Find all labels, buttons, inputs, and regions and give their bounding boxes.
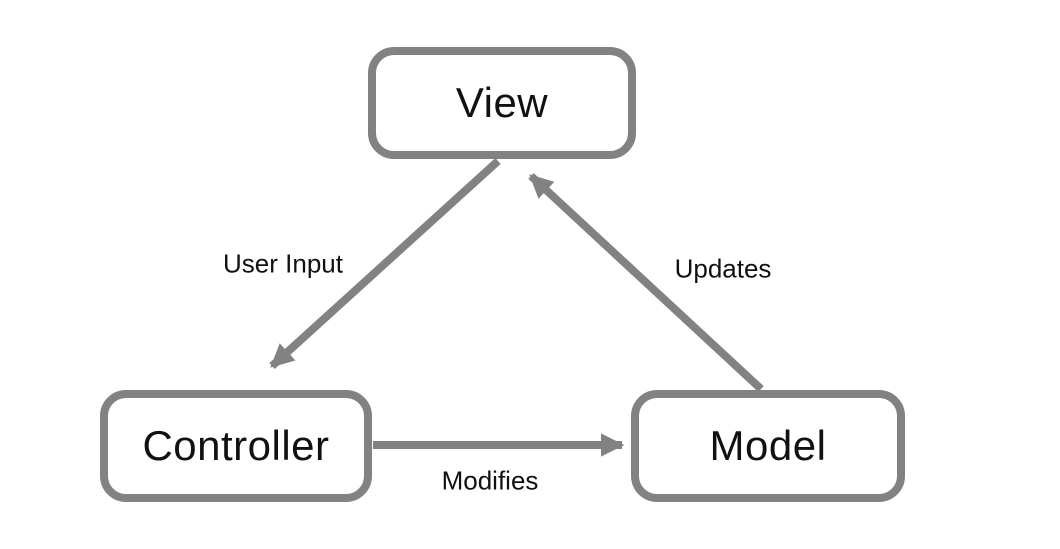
node-view-label: View xyxy=(455,79,549,126)
edge-label-updates: Updates xyxy=(674,253,772,284)
user-input-arrow xyxy=(269,158,501,369)
node-model: Model xyxy=(631,390,905,502)
edge-label-modifies: Modifies xyxy=(441,465,539,496)
updates-arrow xyxy=(528,173,764,392)
edge-label-user-input: User Input xyxy=(223,248,343,279)
node-controller-label: Controller xyxy=(142,422,330,469)
node-model-label: Model xyxy=(709,422,827,469)
node-controller: Controller xyxy=(100,390,372,502)
node-view: View xyxy=(368,47,636,159)
